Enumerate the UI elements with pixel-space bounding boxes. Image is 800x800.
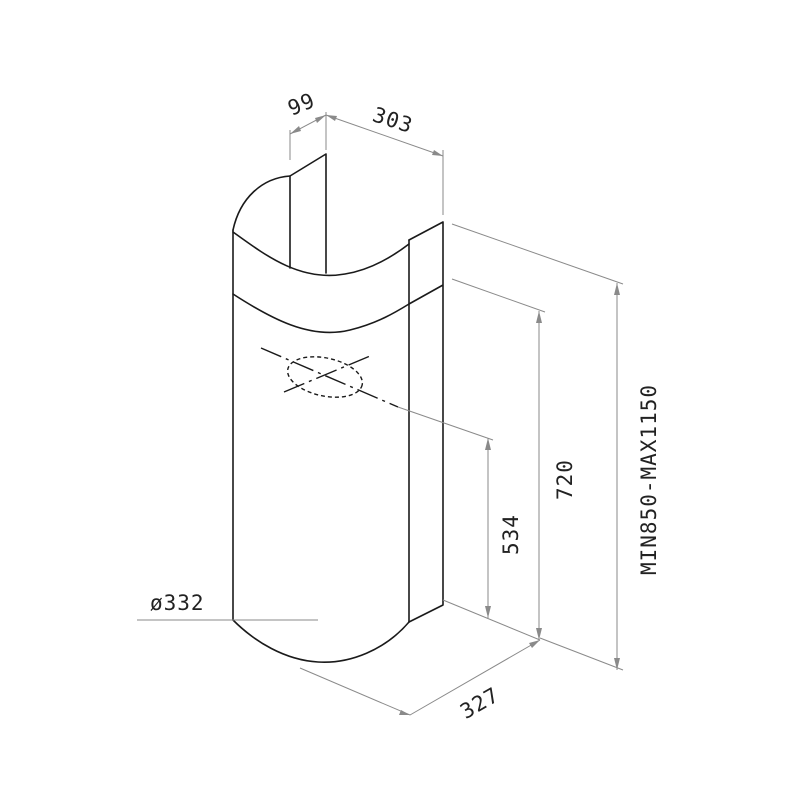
- dim-diameter-label: ø332: [150, 591, 205, 615]
- dim-327-arrow-left: [399, 710, 410, 715]
- dim-303-line: [325, 114, 444, 157]
- top-rim-front-arc: [232, 231, 410, 277]
- top-rim-back-arc: [232, 175, 291, 231]
- hood-body: [232, 153, 444, 663]
- dim-720-arrow-top: [536, 311, 542, 323]
- dim-327-line: [299, 639, 541, 716]
- dim-99-arrow-right: [315, 115, 326, 123]
- dimension-lines: [137, 112, 624, 716]
- bottom-body-arc: [232, 619, 410, 663]
- dim-height-range-extension-bottom: [539, 637, 624, 671]
- dim-height-range-arrow-bottom: [614, 658, 620, 670]
- dim-534-arrow-bottom: [485, 606, 491, 618]
- dimension-labels: 99 303 MIN850-MAX1150 720 534 ø332 327: [150, 88, 661, 724]
- dim-720-label: 720: [553, 459, 577, 500]
- dim-height-range-label: MIN850-MAX1150: [637, 384, 661, 575]
- dim-height-range-extension-top: [451, 223, 624, 285]
- dim-height-range-arrow-top: [614, 283, 620, 295]
- dim-534-extension-top: [397, 406, 494, 441]
- dim-534-arrow-top: [485, 438, 491, 450]
- dim-534-label: 534: [499, 514, 523, 555]
- side-plate: [408, 221, 444, 623]
- outlet-marking: [260, 347, 399, 408]
- outlet-centre-line-a: [260, 347, 399, 408]
- outlet-centre-line-b: [283, 355, 371, 393]
- dim-327-arrow-right: [529, 640, 540, 648]
- dim-534-extension-bottom: [442, 599, 541, 641]
- dim-720-extension-top: [451, 278, 546, 313]
- dim-99-arrow-left: [290, 126, 301, 134]
- outlet-hidden-ellipse: [286, 356, 364, 398]
- dim-99-label: 99: [284, 88, 318, 120]
- top-collar-back-wall: [289, 153, 327, 274]
- dim-303-arrow-left: [326, 115, 337, 121]
- dim-303-arrow-right: [432, 150, 443, 156]
- dim-327-label: 327: [456, 683, 503, 724]
- collar-band-arc: [232, 293, 410, 334]
- dim-720-arrow-bottom: [536, 628, 542, 640]
